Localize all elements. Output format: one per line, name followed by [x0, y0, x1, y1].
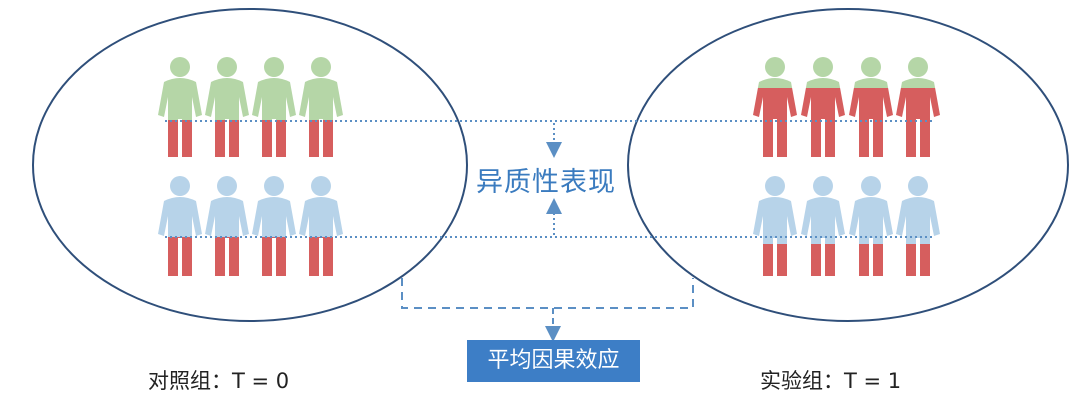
person-icon: [801, 57, 845, 157]
person-icon: [849, 176, 893, 276]
ate-bracket: [401, 278, 694, 309]
person-icon: [205, 176, 249, 276]
person-icon: [849, 57, 893, 157]
person-icon: [753, 57, 797, 157]
ate-box: 平均因果效应: [467, 340, 640, 382]
person-icon: [896, 176, 940, 276]
treatment-group-ellipse: [627, 8, 1069, 322]
control-group-ellipse: [32, 8, 468, 322]
person-icon: [205, 57, 249, 157]
person-icon: [896, 57, 940, 157]
person-icon: [801, 176, 845, 276]
person-icon: [158, 57, 202, 157]
person-icon: [299, 176, 343, 276]
treatment-group-label: 实验组：T = 1: [760, 369, 902, 393]
person-icon: [299, 57, 343, 157]
person-icon: [252, 57, 296, 157]
person-icon: [252, 176, 296, 276]
control-group-label: 对照组：T = 0: [148, 369, 290, 393]
person-icon: [158, 176, 202, 276]
person-icon: [753, 176, 797, 276]
heterogeneity-label: 异质性表现: [476, 167, 616, 198]
